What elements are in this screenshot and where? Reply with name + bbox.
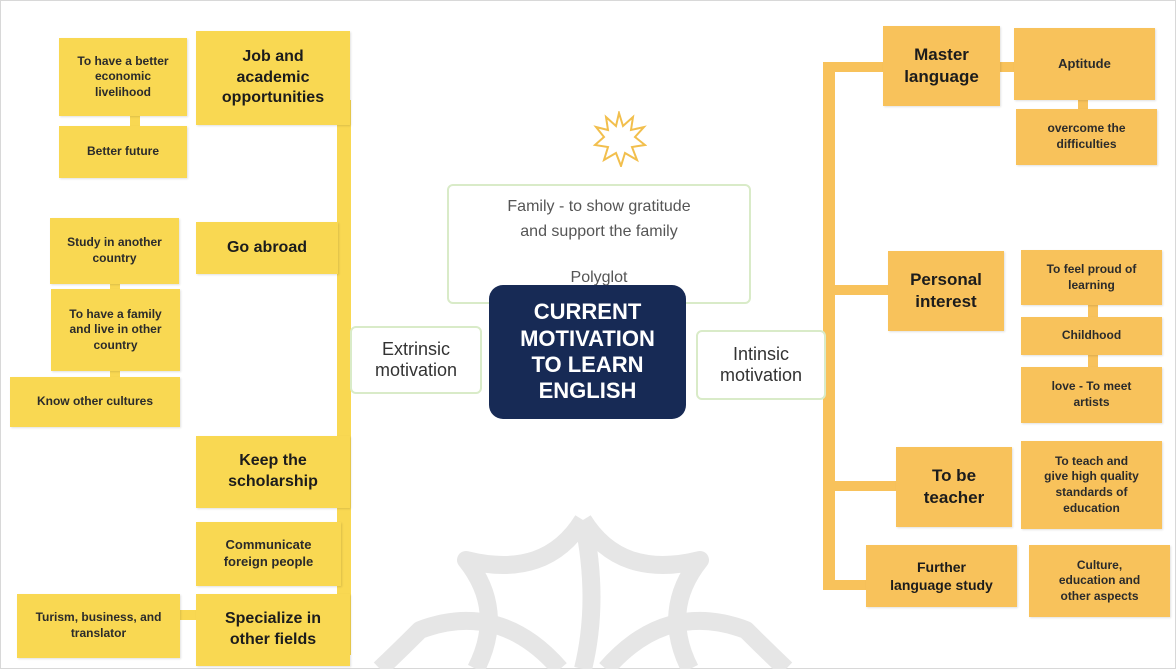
node-better-livelihood: To have a better economic livelihood	[59, 38, 187, 116]
right-branch-personal-v2	[1088, 355, 1098, 367]
node-family-other-country: To have a family and live in other count…	[51, 289, 180, 371]
extrinsic-label: Extrinsic motivation	[350, 326, 482, 394]
node-childhood: Childhood	[1021, 317, 1162, 355]
node-personal-interest: Personal interest	[888, 251, 1004, 331]
node-know-cultures: Know other cultures	[10, 377, 180, 427]
left-sub-connector-3	[110, 360, 120, 390]
node-love-artists: love - To meet artists	[1021, 367, 1162, 423]
node-turism: Turism, business, and translator	[17, 594, 180, 658]
node-job-academic: Job and academic opportunities	[196, 31, 350, 125]
left-sub-connector-4	[180, 610, 200, 620]
node-be-teacher: To be teacher	[896, 447, 1012, 527]
node-master-language: Master language	[883, 26, 1000, 106]
node-better-future: Better future	[59, 126, 187, 178]
node-overcome: overcome the difficulties	[1016, 109, 1157, 165]
right-connector-top	[823, 62, 885, 72]
top-note-text: Family - to show gratitude and support t…	[507, 198, 691, 240]
right-trunk	[823, 62, 835, 590]
left-connector-extrinsic	[337, 352, 353, 362]
center-title: CURRENT MOTIVATION TO LEARN ENGLISH	[489, 285, 686, 419]
sun-icon	[592, 111, 647, 167]
node-aptitude: Aptitude	[1014, 28, 1155, 100]
right-branch-personal-v	[1088, 305, 1098, 317]
node-study-another-country: Study in another country	[50, 218, 179, 284]
node-teach-quality: To teach and give high quality standards…	[1021, 441, 1162, 529]
top-note-box	[447, 184, 751, 304]
node-communicate-foreign: Communicate foreign people	[196, 522, 341, 586]
node-proud-learning: To feel proud of learning	[1021, 250, 1162, 305]
left-sub-connector-1	[130, 105, 140, 135]
node-keep-scholarship: Keep the scholarship	[196, 436, 350, 508]
node-culture-aspects: Culture, education and other aspects	[1029, 545, 1170, 617]
intrinsic-label: Intinsic motivation	[696, 330, 826, 400]
left-trunk	[337, 100, 351, 655]
right-connector-further	[823, 580, 869, 590]
right-connector-personal	[823, 285, 889, 295]
node-specialize: Specialize in other fields	[196, 594, 350, 666]
right-connector-teacher	[823, 481, 897, 491]
right-branch-master	[1000, 62, 1016, 72]
right-branch-master-v	[1078, 98, 1088, 110]
polyglot-text: Polyglot	[570, 269, 628, 286]
node-go-abroad: Go abroad	[196, 222, 338, 274]
node-further-study: Further language study	[866, 545, 1017, 607]
